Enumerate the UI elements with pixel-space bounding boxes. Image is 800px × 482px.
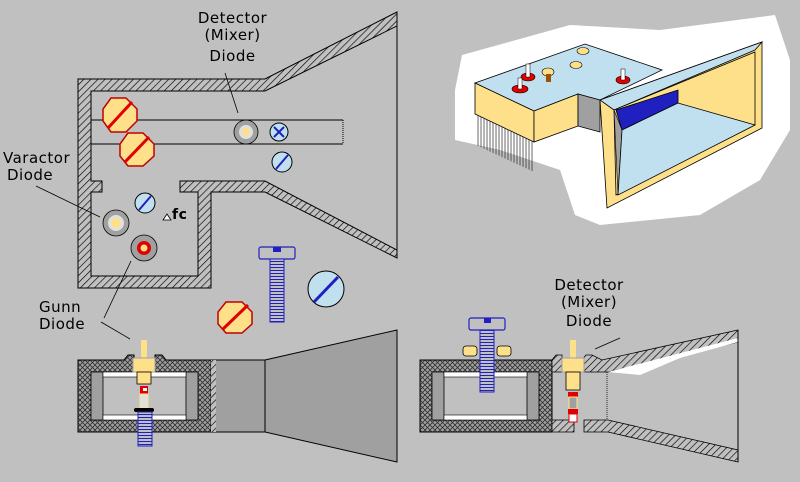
detector-diode-mount <box>233 119 259 145</box>
label-line: Varactor <box>3 149 71 167</box>
fc-triangle-icon <box>162 213 172 221</box>
gunn-diode-label: Gunn Diode <box>39 299 85 333</box>
label-line: (Mixer) <box>560 293 618 311</box>
tuning-screw-yellow-3 <box>217 301 253 334</box>
fc-label: fc <box>172 207 188 223</box>
label-line: Diode <box>209 47 256 65</box>
label-line: Diode <box>565 312 613 330</box>
detector-cross-section <box>419 317 739 463</box>
slot-screw-small-1 <box>271 151 293 173</box>
slot-screw-small-2 <box>134 192 156 214</box>
3d-pins <box>511 47 631 94</box>
label-line: Detector <box>554 276 624 294</box>
tuning-screw-yellow-2 <box>119 132 155 167</box>
gunn-cross-section <box>77 329 398 463</box>
label-line: Gunn <box>39 298 82 316</box>
label-line: Diode <box>7 166 54 184</box>
detector-diode-label-top: Detector (Mixer) Diode <box>190 10 275 65</box>
varactor-diode-label: Varactor Diode <box>3 150 70 184</box>
bolt-screw <box>258 246 296 323</box>
detector-diode-label-bottom: Detector (Mixer) Diode <box>548 277 630 330</box>
cavity-wall <box>77 11 398 289</box>
label-line: Detector <box>197 9 268 27</box>
varactor-diode-mount <box>102 209 130 237</box>
isometric-3d-view <box>455 15 790 225</box>
x-screw-icon <box>269 122 289 142</box>
tuning-screw-yellow-1 <box>102 97 138 133</box>
cavity-top-view <box>35 11 398 340</box>
label-line: Diode <box>39 315 86 333</box>
gunn-diode-mount <box>130 234 158 262</box>
label-line: (Mixer) <box>204 26 261 44</box>
slot-screw-large <box>307 270 345 308</box>
